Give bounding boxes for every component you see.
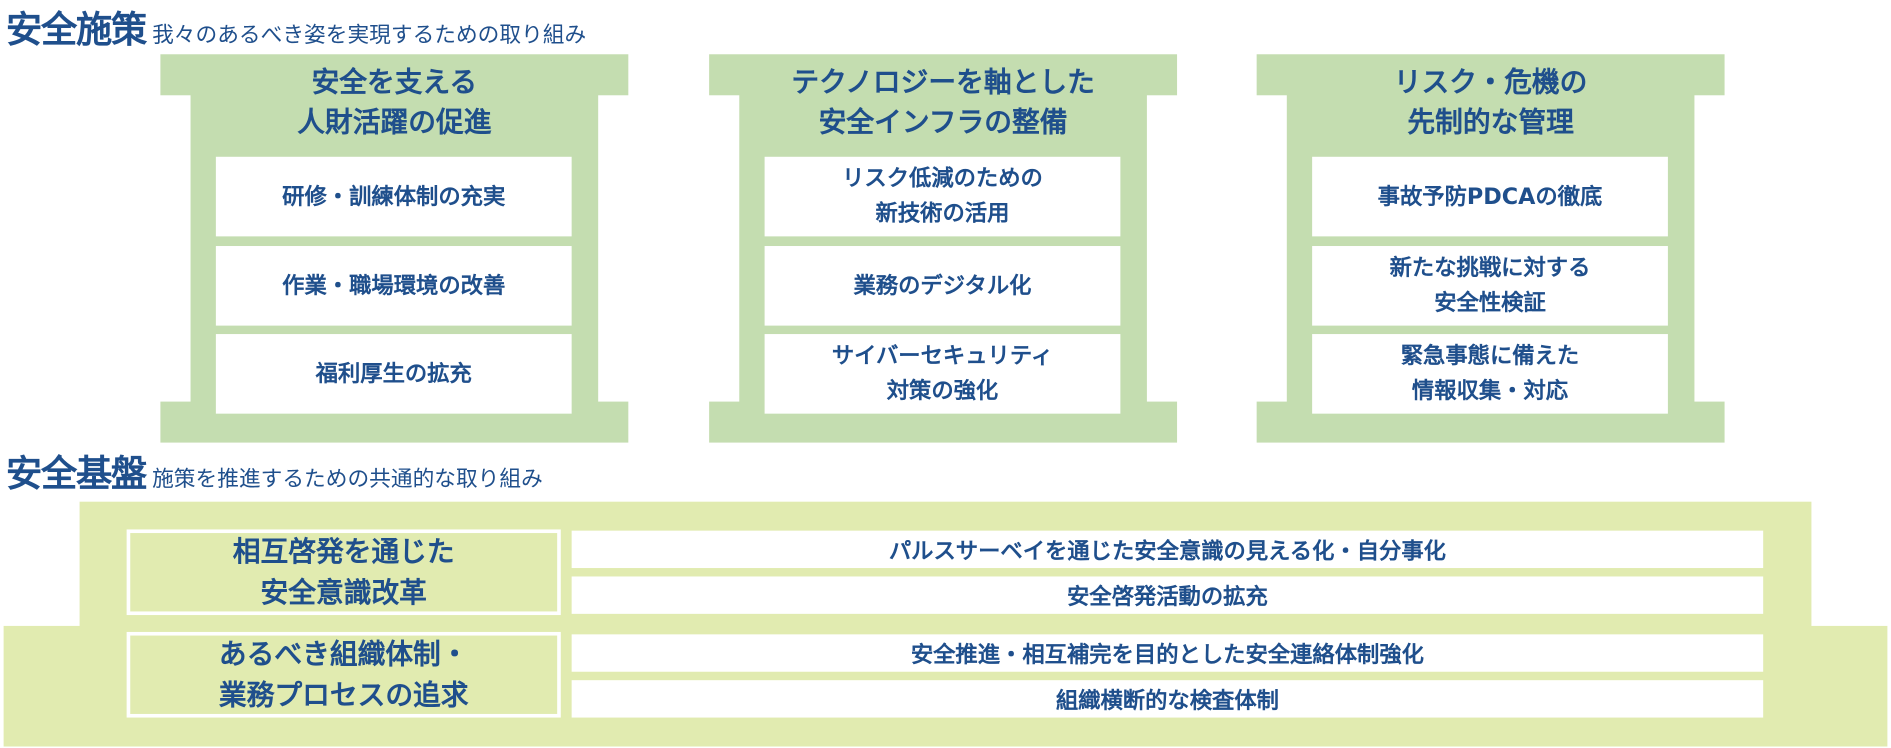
measures-subtitle: 我々のあるべき姿を実現するための取り組み (152, 22, 587, 49)
text-line: 安全を支える (311, 67, 478, 99)
pillar-item: 福利厚生の拡充 (215, 334, 572, 414)
text-line: 対策の強化 (886, 378, 999, 405)
pillar-capital (709, 54, 1178, 96)
pillar-heading: リスク・危機の先制的な管理 (1257, 64, 1725, 144)
pillar-item: 業務のデジタル化 (764, 246, 1121, 326)
measures-header: 安全施策 我々のあるべき姿を実現するための取り組み (6, 0, 586, 53)
pillar-item: 事故予防PDCAの徹底 (1312, 156, 1668, 237)
foundation-header: 安全基盤 施策を推進するための共通的な取り組み (6, 444, 543, 497)
foundation-item: 安全啓発活動の拡充 (571, 576, 1764, 614)
text-line: 相互啓発を通じた (232, 536, 455, 568)
foundation-title: 安全基盤 (6, 453, 147, 496)
text-line: 安全性検証 (1434, 290, 1546, 316)
foundation-item: 組織横断的な検査体制 (571, 680, 1764, 718)
text-line: 研修・訓練体制の充実 (282, 183, 506, 210)
pillar-heading: テクノロジーを軸とした安全インフラの整備 (709, 64, 1177, 144)
foundation-group-label: 相互啓発を通じた安全意識改革 (126, 529, 561, 616)
pillar-item: 研修・訓練体制の充実 (215, 156, 572, 237)
text-line: 安全インフラの整備 (818, 107, 1068, 139)
text-line: 先制的な管理 (1407, 107, 1574, 139)
text-line: テクノロジーを軸とした (791, 67, 1095, 99)
text-line: リスク低減のための (842, 166, 1043, 192)
foundation-subtitle: 施策を推進するための共通的な取り組み (152, 466, 543, 493)
text-line: 新技術の活用 (875, 201, 1010, 227)
pillar-capital (1256, 54, 1725, 96)
pillar-capital (160, 54, 629, 96)
text-line: 福利厚生の拡充 (315, 361, 472, 387)
pillar-item: 作業・職場環境の改善 (215, 246, 572, 326)
text-line: 人財活躍の促進 (297, 107, 492, 139)
text-line: 事故予防PDCAの徹底 (1377, 183, 1603, 210)
pillar-item: 新たな挑戦に対する安全性検証 (1312, 246, 1668, 326)
foundation-group-label: あるべき組織体制・業務プロセスの追求 (126, 631, 561, 718)
pillar-heading: 安全を支える人財活躍の促進 (160, 64, 628, 144)
text-line: 緊急事態に備えた (1400, 343, 1580, 370)
text-line: リスク・危機の (1393, 67, 1588, 99)
measures-title: 安全施策 (6, 9, 147, 52)
text-line: 情報収集・対応 (1411, 378, 1569, 405)
text-line: サイバーセキュリティ (831, 343, 1054, 370)
text-line: 業務のデジタル化 (853, 273, 1032, 299)
foundation-item: パルスサーベイを通じた安全意識の見える化・自分事化 (571, 530, 1764, 569)
pillar-item: 緊急事態に備えた情報収集・対応 (1312, 334, 1668, 414)
pillar-item: サイバーセキュリティ対策の強化 (764, 334, 1121, 414)
text-line: あるべき組織体制・ (218, 638, 469, 670)
text-line: 新たな挑戦に対する (1389, 255, 1591, 281)
text-line: 業務プロセスの追求 (218, 679, 469, 711)
pillar-item: リスク低減のための新技術の活用 (764, 156, 1121, 237)
foundation-item: 安全推進・相互補完を目的とした安全連絡体制強化 (571, 634, 1764, 672)
text-line: 安全意識改革 (260, 577, 427, 609)
text-line: 作業・職場環境の改善 (282, 273, 506, 299)
